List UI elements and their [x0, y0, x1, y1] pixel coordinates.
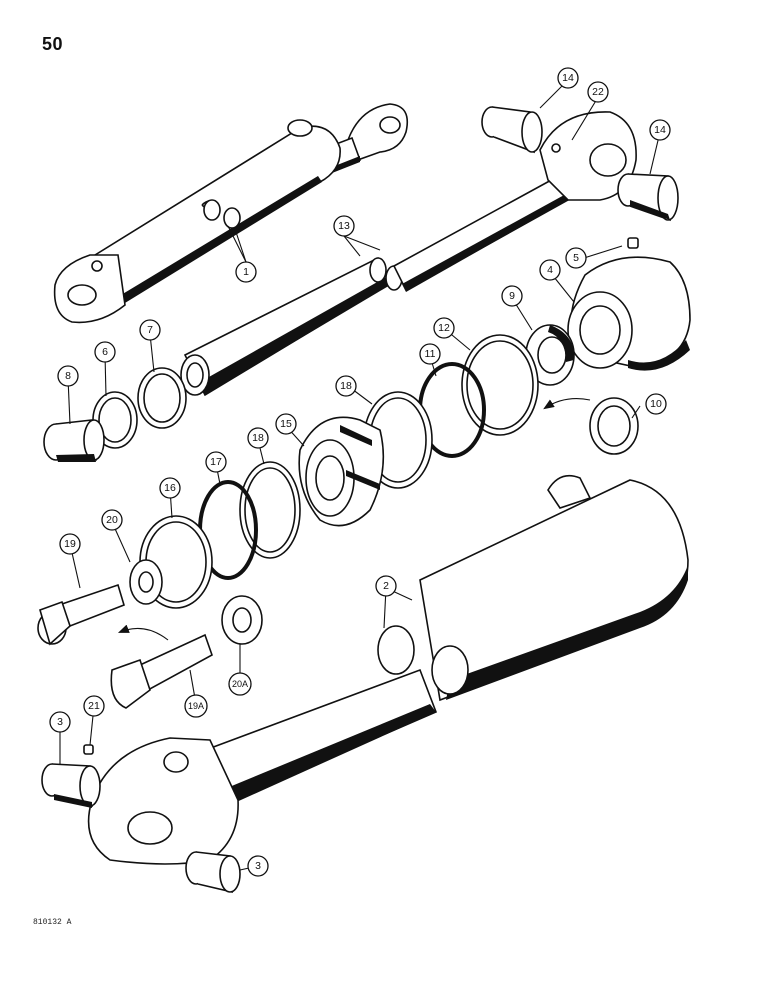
callout: 18: [247, 427, 269, 449]
callout: 14: [649, 119, 671, 141]
assembly-arrow-19: [117, 624, 169, 641]
svg-text:9: 9: [509, 290, 515, 302]
bolt-19: [37, 583, 125, 646]
svg-text:11: 11: [425, 348, 436, 360]
bushing-3-lower: [185, 851, 241, 894]
bushing-14-right: [617, 173, 679, 222]
piston-15: [298, 416, 385, 527]
callout: 14: [557, 67, 579, 89]
svg-text:6: 6: [102, 346, 108, 358]
svg-text:21: 21: [88, 700, 100, 712]
callout: 6: [94, 341, 116, 363]
figure-code: 810132 A: [33, 918, 72, 927]
callout: 20: [101, 509, 123, 531]
callout: 21: [83, 695, 105, 717]
bushing-8: [43, 419, 105, 462]
svg-text:16: 16: [164, 482, 176, 494]
callout: 17: [205, 451, 227, 473]
callout: 20A: [228, 672, 252, 696]
svg-text:5: 5: [573, 252, 579, 264]
washer-20: [129, 559, 163, 605]
callout: 1: [235, 261, 257, 283]
svg-text:18: 18: [340, 380, 352, 392]
svg-text:4: 4: [547, 264, 553, 276]
svg-text:14: 14: [562, 72, 574, 84]
ring-10: [589, 397, 639, 455]
grease-fitting-21: [83, 744, 94, 755]
svg-text:20A: 20A: [232, 679, 248, 689]
bushing-14-upper: [481, 106, 543, 154]
svg-text:12: 12: [438, 322, 450, 334]
callout: 22: [587, 81, 609, 103]
svg-text:20: 20: [106, 514, 118, 526]
callout: 16: [159, 477, 181, 499]
callout: 13: [333, 215, 355, 237]
svg-text:8: 8: [65, 370, 71, 382]
callout: 19A: [184, 694, 208, 718]
svg-text:1: 1: [243, 266, 249, 278]
callout: 9: [501, 285, 523, 307]
piston-rod: [180, 111, 637, 397]
callout: 11: [419, 343, 441, 365]
callout: 18: [335, 375, 357, 397]
svg-text:17: 17: [210, 456, 222, 468]
callout: 19: [59, 533, 81, 555]
assembly-arrow-10: [543, 398, 591, 410]
seal-9: [525, 324, 575, 386]
svg-text:7: 7: [147, 324, 153, 336]
ring-7: [137, 367, 187, 429]
assembled-cylinder: [53, 103, 409, 324]
svg-text:3: 3: [255, 860, 261, 872]
bolt-19A: [110, 633, 213, 709]
gland-4: [567, 237, 691, 371]
svg-text:22: 22: [592, 86, 604, 98]
callout: 8: [57, 365, 79, 387]
callout: 3: [247, 855, 269, 877]
callout: 5: [565, 247, 587, 269]
page-number: 50: [42, 34, 64, 54]
svg-text:19A: 19A: [188, 701, 204, 711]
callout: 15: [275, 413, 297, 435]
callout: 7: [139, 319, 161, 341]
barrel-2: [87, 474, 689, 865]
svg-text:14: 14: [654, 124, 666, 136]
svg-text:13: 13: [338, 220, 350, 232]
svg-text:15: 15: [280, 418, 292, 430]
svg-text:10: 10: [650, 398, 662, 410]
svg-text:3: 3: [57, 716, 63, 728]
washer-20A: [221, 595, 263, 645]
svg-text:19: 19: [64, 538, 76, 550]
callout: 3: [49, 711, 71, 733]
ring-12: [461, 334, 539, 436]
callout: 12: [433, 317, 455, 339]
svg-text:2: 2: [383, 580, 389, 592]
bushing-3-upper: [41, 763, 101, 808]
svg-text:18: 18: [252, 432, 264, 444]
callout: 2: [375, 575, 397, 597]
callout: 4: [539, 259, 561, 281]
ring-18-lower: [239, 461, 301, 559]
callout: 10: [645, 393, 667, 415]
